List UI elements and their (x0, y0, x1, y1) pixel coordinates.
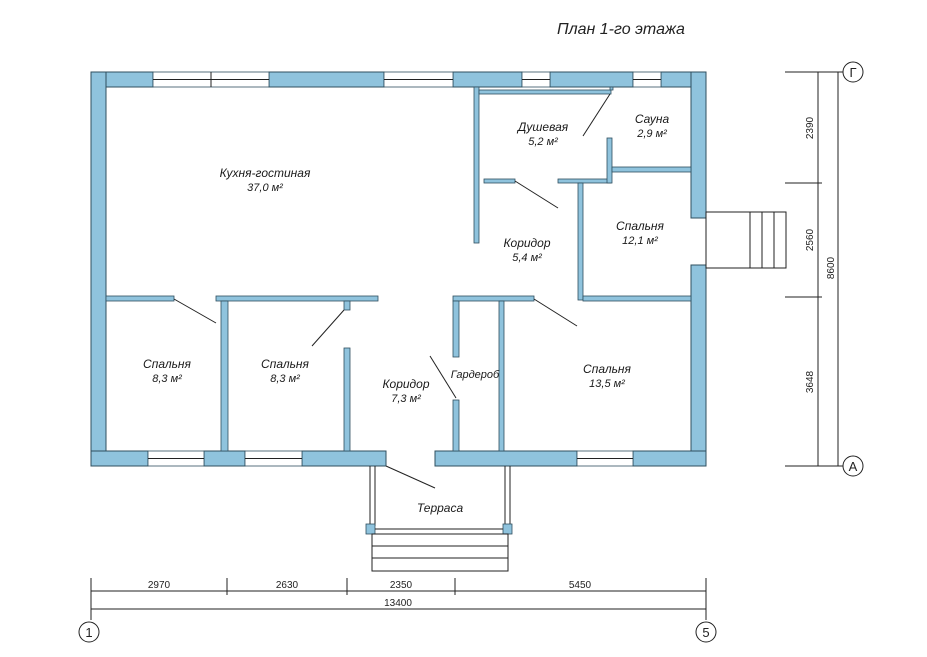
wall-segment (268, 71, 385, 88)
dim-right-segment-3: 3648 (805, 370, 816, 393)
axis-markers: 1 5 Г А (78, 61, 864, 643)
partition (609, 86, 614, 91)
dim-segment-4: 5450 (569, 580, 592, 591)
wall-segment (632, 450, 707, 467)
wall-segment (690, 264, 707, 467)
partition (105, 295, 175, 302)
wall-segment (90, 450, 149, 467)
right-dimensions: 2390 2560 3648 8600 (785, 71, 846, 467)
axis-label-bottom: А (849, 459, 858, 474)
wall-segment (434, 450, 578, 467)
door-swings (173, 93, 729, 489)
wall-segment (301, 450, 387, 467)
wall-segment (549, 71, 634, 88)
wall-segment (90, 71, 107, 467)
room-area-corridor-top: 5,4 м² (512, 252, 542, 264)
partition (478, 89, 612, 95)
room-name-kitchen: Кухня-гостиная (220, 166, 311, 180)
partition (582, 295, 692, 302)
dim-segment-2: 2630 (276, 580, 299, 591)
room-name-bedroom-right-top: Спальня (616, 219, 664, 233)
room-name-wardrobe: Гардероб (451, 369, 500, 381)
terrace-post (365, 523, 376, 535)
plan-title: План 1-го этажа (557, 21, 685, 38)
room-area-shower: 5,2 м² (528, 136, 558, 148)
partition (220, 300, 229, 452)
dim-right-segment-1: 2390 (805, 116, 816, 139)
dim-right-segment-2: 2560 (805, 228, 816, 251)
wall-segment (452, 71, 523, 88)
room-labels: Кухня-гостиная 37,0 м² Душевая 5,2 м² Са… (143, 112, 669, 515)
partition (473, 86, 480, 244)
partition (498, 300, 505, 452)
room-name-corridor-bottom: Коридор (382, 377, 429, 391)
windows (147, 71, 662, 467)
partition (343, 300, 351, 311)
exterior-walls (90, 71, 707, 467)
axis-label-right: 5 (702, 625, 709, 640)
room-name-corridor-top: Коридор (503, 236, 550, 250)
partition (452, 300, 460, 358)
dim-total-width: 13400 (384, 598, 412, 609)
axis-marker-left (78, 621, 100, 643)
partition (483, 178, 516, 184)
partition (577, 182, 584, 301)
partition (606, 137, 613, 184)
room-area-corridor-bottom: 7,3 м² (391, 393, 421, 405)
partition (343, 347, 351, 452)
room-name-sauna: Сауна (635, 112, 670, 126)
room-name-bedroom-mid: Спальня (261, 357, 309, 371)
wall-segment (690, 71, 707, 219)
partition (557, 178, 612, 184)
room-area-bedroom-mid: 8,3 м² (270, 373, 300, 385)
dim-segment-1: 2970 (148, 580, 171, 591)
axis-marker-top (842, 61, 864, 83)
partition (611, 166, 692, 173)
terrace-steps (371, 533, 509, 572)
dim-total-height: 8600 (826, 256, 837, 279)
room-name-bedroom-right-bottom: Спальня (583, 362, 631, 376)
axis-label-top: Г (849, 65, 856, 80)
dim-segment-3: 2350 (390, 580, 413, 591)
axis-marker-right (695, 621, 717, 643)
axis-marker-bottom (842, 455, 864, 477)
bottom-dimensions: 2970 2630 2350 5450 13400 (90, 578, 707, 620)
partition (452, 295, 535, 302)
wall-segment (203, 450, 246, 467)
room-name-terrace: Терраса (417, 501, 464, 515)
terrace (365, 466, 513, 572)
partition (452, 399, 460, 452)
room-name-shower: Душевая (516, 120, 569, 134)
room-area-kitchen: 37,0 м² (247, 182, 283, 194)
terrace-post (502, 523, 513, 535)
partition (215, 295, 379, 302)
room-area-bedroom-right-bottom: 13,5 м² (589, 378, 625, 390)
side-steps (705, 211, 787, 269)
room-area-bedroom-right-top: 12,1 м² (622, 235, 658, 247)
room-area-bedroom-left: 8,3 м² (152, 373, 182, 385)
axis-label-left: 1 (85, 625, 92, 640)
room-name-bedroom-left: Спальня (143, 357, 191, 371)
room-area-sauna: 2,9 м² (636, 128, 667, 140)
interior-partitions (105, 86, 692, 452)
